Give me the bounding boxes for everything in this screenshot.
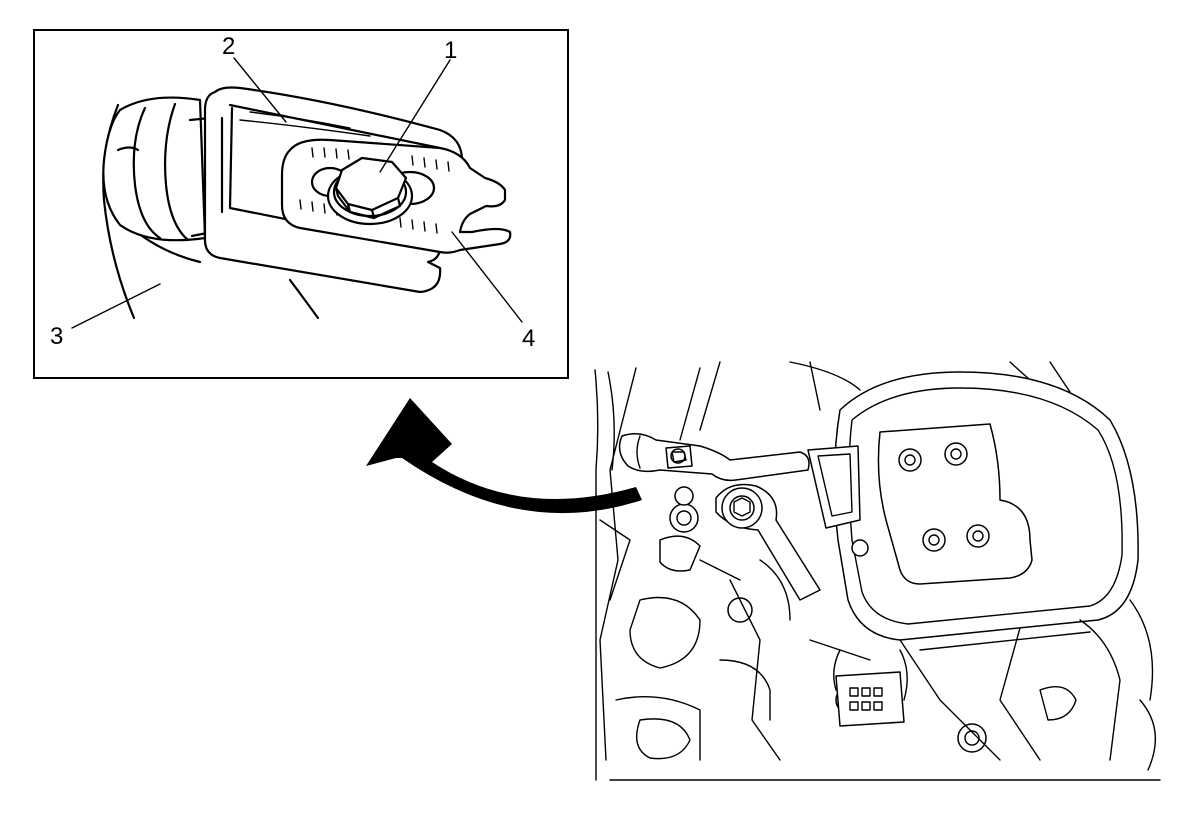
leader-lines	[71, 57, 523, 329]
callout-1: 1	[444, 37, 457, 64]
electrical-connector	[833, 649, 908, 727]
detail-inset: 1 2 3 4	[33, 29, 569, 379]
callout-2: 2	[222, 33, 235, 60]
callout-4: 4	[522, 325, 535, 352]
transmission-overview	[594, 361, 1161, 781]
cover-bolts	[851, 442, 990, 557]
connector-head	[102, 96, 214, 242]
shift-lever	[618, 433, 810, 482]
callout-3: 3	[50, 323, 63, 350]
curved-arrow-icon	[366, 398, 642, 514]
hex-bolt-part	[326, 156, 414, 226]
